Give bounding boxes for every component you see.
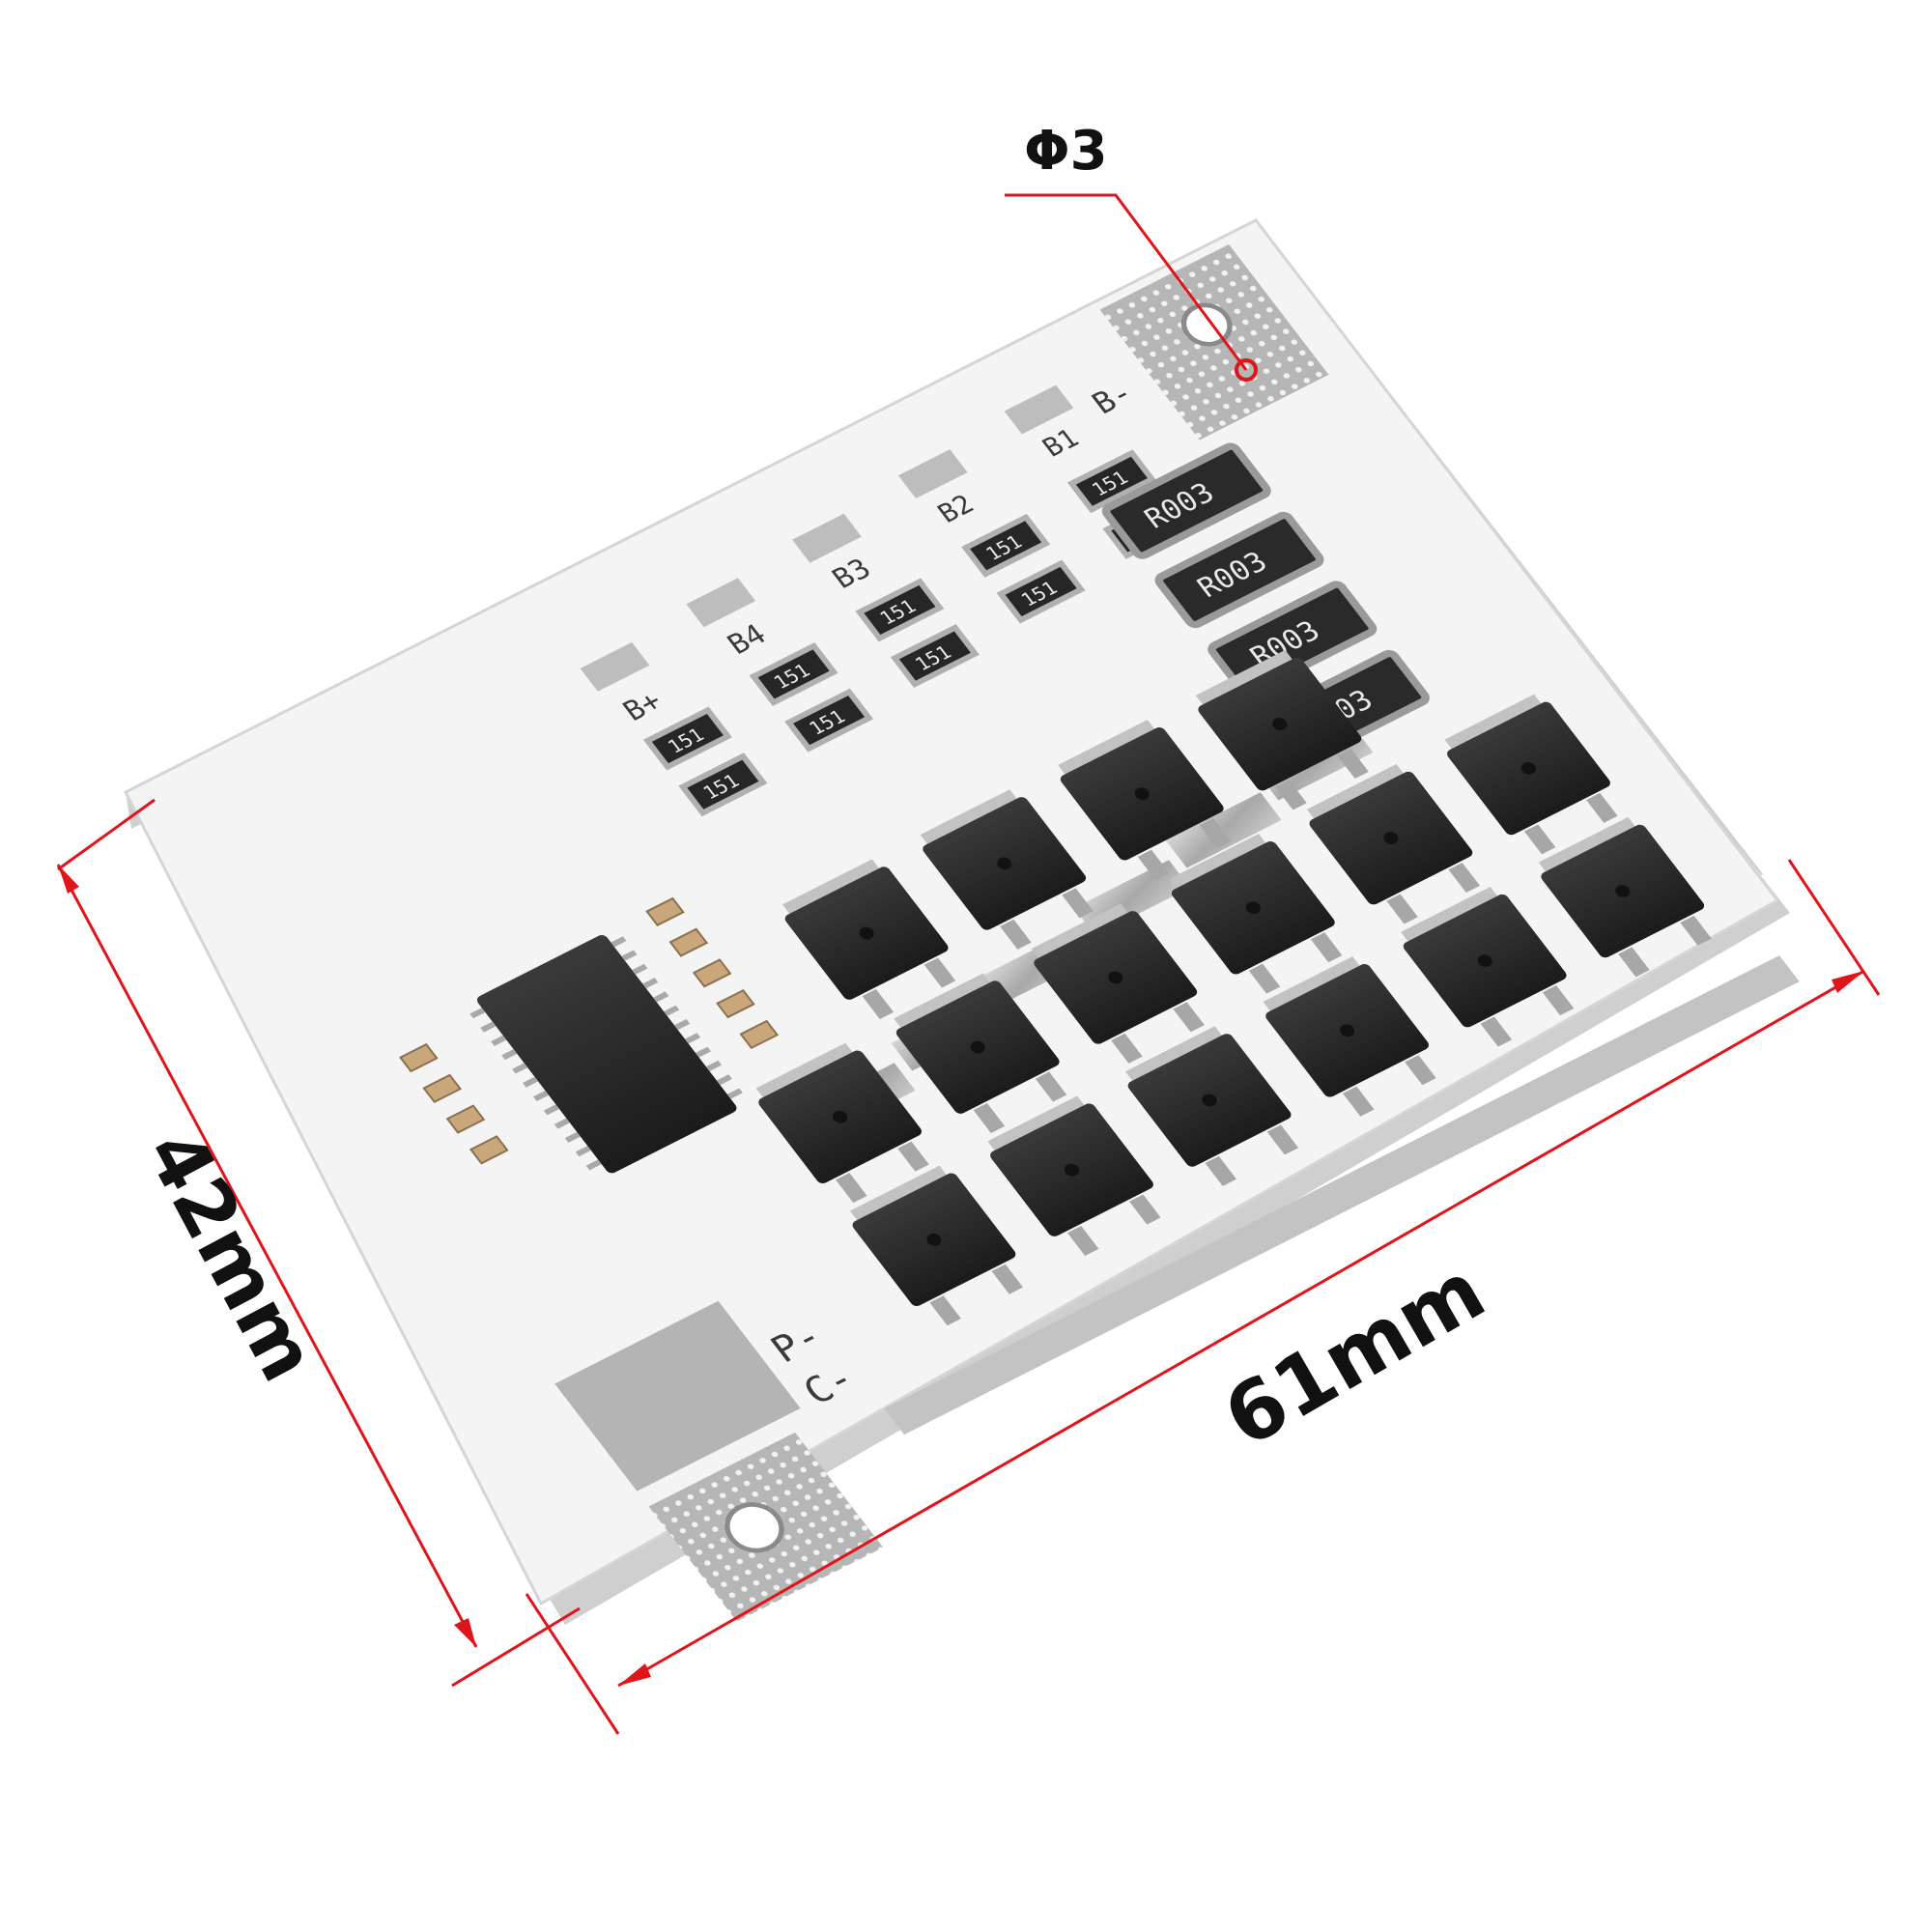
resistor-151: 151 [642, 706, 732, 771]
height-dim-line [56, 864, 478, 1648]
board-surface [123, 218, 1780, 1606]
mounting-pad-bottom [648, 1432, 884, 1622]
resistor-151: 151 [961, 513, 1051, 578]
resistor-151: 151 [1066, 449, 1156, 514]
mosfet [1306, 763, 1480, 924]
mounting-hole-bottom [724, 1502, 784, 1553]
hole-marker [1235, 358, 1258, 382]
cell-pads [580, 384, 1074, 692]
mosfet [1401, 886, 1575, 1047]
mosfet [1538, 816, 1712, 978]
mosfet-array [755, 649, 1712, 1326]
mosfet [755, 1042, 929, 1204]
pcb-board: B+ B4 B3 B2 B1 B- P- C- [123, 218, 1800, 1625]
width-ext-left [525, 1593, 620, 1735]
resistor-151: 151 [749, 641, 838, 706]
mosfet [1169, 834, 1343, 994]
height-ext-bottom [451, 1606, 581, 1688]
mosfet [782, 859, 956, 1019]
resistor-151: 151 [996, 559, 1086, 624]
resistor-151: 151 [678, 753, 768, 817]
mosfet [1195, 649, 1369, 810]
mosfet [920, 789, 1094, 950]
capacitor-array [399, 896, 780, 1165]
mosfet [1444, 694, 1618, 855]
height-ext-top [57, 798, 156, 871]
mosfet [1031, 903, 1205, 1064]
height-label: 42mm [128, 1116, 334, 1395]
mosfet [1263, 956, 1436, 1117]
mosfet [1124, 1026, 1299, 1186]
resistor-151: 151 [784, 688, 874, 753]
mosfet [894, 973, 1067, 1134]
width-ext-right [1787, 859, 1881, 996]
mosfet [987, 1095, 1161, 1257]
hole-leader-line [1005, 193, 1248, 371]
mosfet [1058, 720, 1232, 880]
mounting-pad-top [1099, 243, 1329, 440]
resistor-151: 151 [855, 578, 945, 642]
resistor-151: 151 [890, 624, 980, 689]
dimension-arrows [58, 865, 1864, 1686]
width-label: 61mm [1208, 1242, 1500, 1465]
dimension-annotations [56, 193, 1881, 1735]
width-dim-line [617, 969, 1865, 1688]
p-minus-pad [554, 1300, 801, 1492]
bottom-solder-strip [884, 955, 1800, 1435]
hole-diameter-label: Φ3 [1024, 120, 1108, 183]
mosfet [849, 1165, 1024, 1326]
protection-ic [469, 935, 743, 1174]
